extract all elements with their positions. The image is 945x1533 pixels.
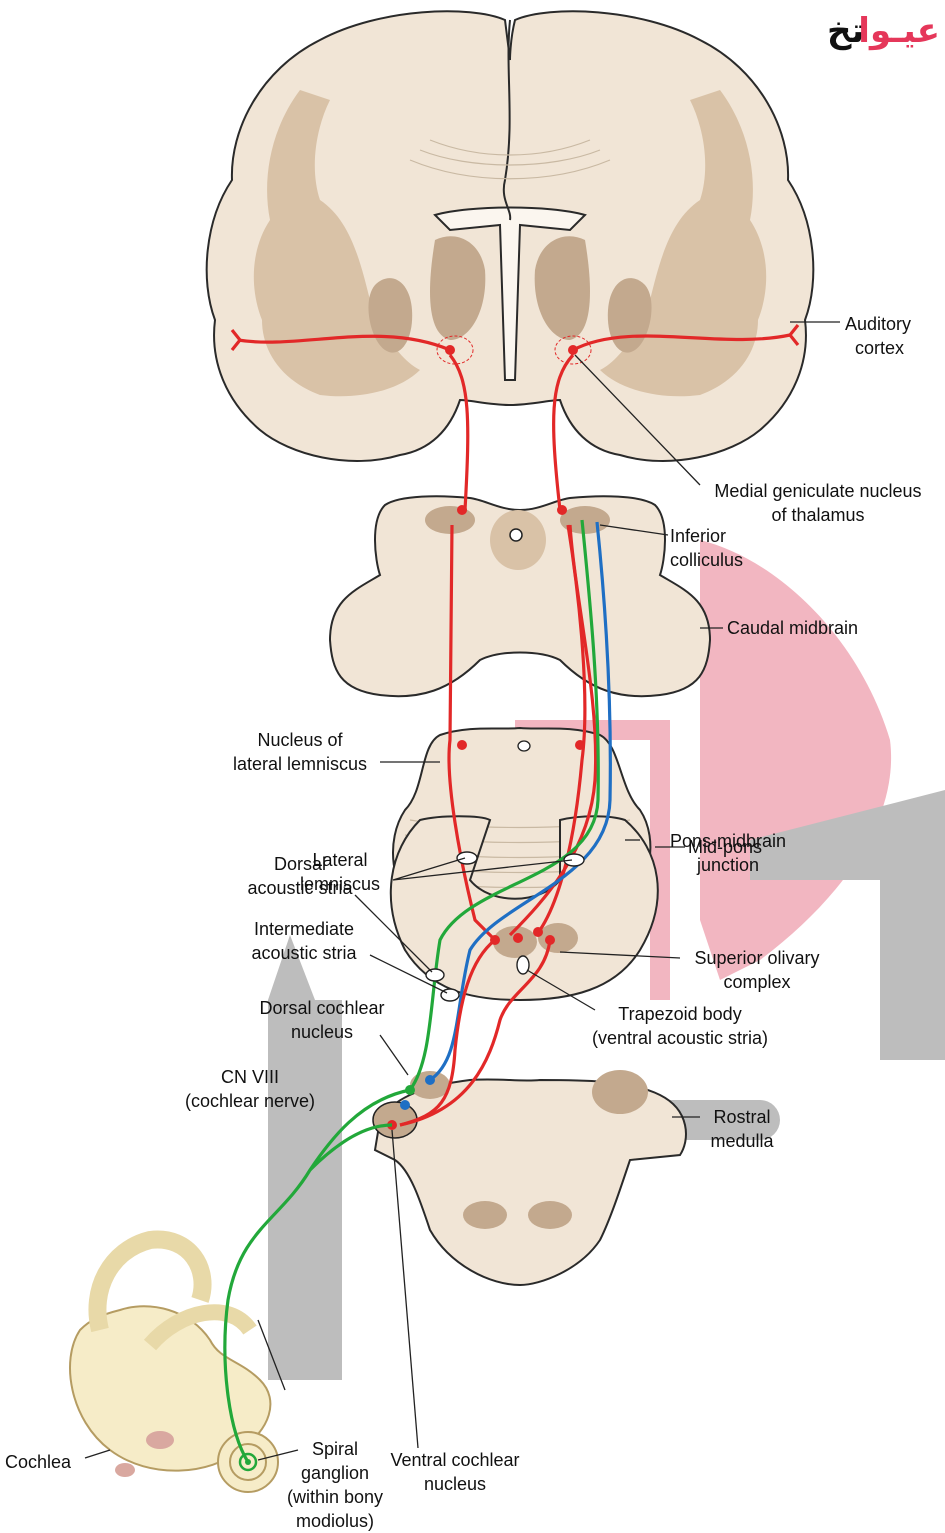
medulla-outline — [375, 1079, 686, 1285]
soc-neuron-2 — [513, 933, 523, 943]
pons-aqueduct — [518, 741, 530, 751]
left-mgn-neuron — [445, 345, 455, 355]
left-inferior-colliculus — [425, 506, 475, 534]
dcn-neuron-blue — [425, 1075, 435, 1085]
vcn-neuron-blue — [400, 1100, 410, 1110]
round-window — [115, 1463, 135, 1477]
dorsal-stria-marker — [426, 969, 444, 981]
medulla-nucleus-right — [592, 1070, 648, 1114]
soc-neuron-4 — [545, 935, 555, 945]
rostral-medulla-section — [373, 1070, 686, 1285]
watermark-gray-bar — [312, 1000, 342, 1380]
lateral-lemniscus-marker-left — [457, 852, 477, 864]
ventral-cochlear-nucleus-shape — [373, 1102, 417, 1138]
left-inferior-olive — [463, 1201, 507, 1229]
watermark-text: عیـواتخ — [827, 11, 940, 51]
trapezoid-marker — [517, 956, 529, 974]
label-caudal-midbrain: Caudal midbrain — [727, 618, 858, 638]
right-nll-neuron — [575, 740, 585, 750]
right-superior-olivary — [538, 923, 578, 953]
soc-neuron-3 — [533, 927, 543, 937]
right-mgn-neuron — [568, 345, 578, 355]
label-mid-pons: Mid-pons — [688, 837, 762, 857]
soc-neuron-1 — [490, 935, 500, 945]
label-cochlea: Cochlea — [5, 1452, 72, 1472]
spiral-ganglion-center — [245, 1459, 251, 1465]
cerebrum-section — [207, 11, 814, 461]
label-trapezoid-body: Trapezoid body(ventral acoustic stria) — [592, 1004, 768, 1048]
right-ic-neuron — [557, 505, 567, 515]
left-nll-neuron — [457, 740, 467, 750]
left-ic-neuron — [457, 505, 467, 515]
watermark-pink-shape — [700, 540, 891, 980]
right-inferior-olive — [528, 1201, 572, 1229]
oval-window — [146, 1431, 174, 1449]
cerebral-aqueduct — [510, 529, 522, 541]
caudal-midbrain-section — [330, 496, 710, 696]
